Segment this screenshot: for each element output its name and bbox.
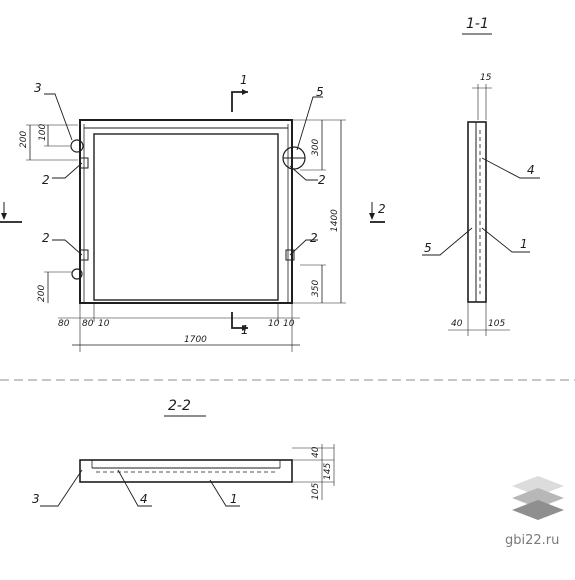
- callout-2-upper-left: 2: [42, 173, 50, 187]
- bottom-loop-icon: [71, 268, 83, 280]
- dim-bottom-80-a: 80: [58, 319, 70, 329]
- embedded-plate-upper-left: [79, 157, 89, 169]
- dim-2-2-145: 145: [323, 463, 333, 480]
- dim-bottom-1700: 1700: [184, 335, 207, 345]
- cut-1-bottom-arrow: [242, 325, 248, 331]
- dim-right-1400: 1400: [330, 209, 340, 232]
- callout-3: 3: [34, 81, 42, 95]
- dim-bottom-10-b: 10: [268, 319, 280, 329]
- section-1-1-callout-5: 5: [424, 241, 432, 255]
- callout-5: 5: [316, 85, 324, 99]
- callout-2-upper-right: 2: [318, 173, 326, 187]
- dim-1-1-bottom-105: 105: [488, 319, 505, 329]
- embedded-plate-lower-left: [79, 249, 89, 261]
- dim-2-2-40: 40: [311, 446, 321, 458]
- embedded-plate-lower-right: [285, 249, 295, 261]
- leader-5: [296, 96, 323, 151]
- callout-2-lower-right: 2: [310, 231, 318, 245]
- section-1-1-body: [467, 121, 487, 303]
- leader-2-2-3: [40, 469, 83, 507]
- section-1-1-callout-4: 4: [527, 163, 535, 177]
- logo-layer-bottom: [512, 500, 564, 520]
- leader-2-ll: [52, 239, 83, 256]
- cut-1-top-arrow: [242, 89, 248, 95]
- dim-2-2-105: 105: [311, 483, 321, 500]
- panel-outline: [79, 119, 293, 304]
- panel-inner-outline: [93, 133, 279, 301]
- cut-1-bottom-label: 1: [241, 323, 249, 337]
- section-2-2-callout-4: 4: [140, 492, 148, 506]
- leader-1-1-4: [481, 157, 540, 179]
- section-2-2: 2-2 40 145 105 3 4 1: [32, 398, 335, 507]
- lifting-loop-icon: [70, 139, 84, 153]
- dim-1-1-top-15: 15: [480, 73, 492, 83]
- cut-2-right-arrow: [369, 213, 375, 220]
- dim-bottom-10-c: 10: [283, 319, 295, 329]
- front-view: 3 5 2 2 2 2 1 1 2 200 100 200: [0, 73, 386, 352]
- dim-1-1-bottom-40: 40: [451, 319, 463, 329]
- section-1-1: 1-1 15 40 105 4 5 1: [422, 16, 540, 336]
- dim-left-top-200: 200: [19, 131, 29, 148]
- dim-bottom-80-b: 80: [82, 319, 94, 329]
- watermark-logo: [512, 476, 564, 520]
- leader-2-2-1: [209, 479, 240, 507]
- dim-right-bottom-350: 350: [311, 280, 321, 297]
- leader-1-1-5: [422, 227, 473, 256]
- leader-1-1-1: [481, 227, 530, 253]
- section-1-1-title: 1-1: [466, 16, 489, 32]
- dim-left-top-100: 100: [38, 124, 48, 141]
- callout-2-lower-left: 2: [42, 231, 50, 245]
- cut-1-top: [231, 91, 248, 112]
- dim-left-bottom-200: 200: [37, 285, 47, 302]
- logo-layer-middle: [512, 488, 564, 508]
- leader-2-2-4: [117, 469, 152, 507]
- cut-2-left-arrow: [1, 213, 7, 220]
- section-2-2-callout-1: 1: [230, 492, 238, 506]
- section-1-1-callout-1: 1: [520, 237, 528, 251]
- section-2-2-body: [79, 459, 293, 483]
- logo-layer-top: [512, 476, 564, 496]
- dim-right-top-300: 300: [311, 139, 321, 156]
- leader-2-ul: [52, 162, 83, 179]
- leader-2-ur: [289, 165, 318, 181]
- leader-3: [44, 93, 73, 141]
- dim-bottom-10-a: 10: [98, 319, 110, 329]
- cut-1-top-label: 1: [240, 73, 248, 87]
- cut-2-right-label: 2: [378, 202, 386, 216]
- watermark-text: gbi22.ru: [505, 533, 560, 548]
- section-2-2-callout-3: 3: [32, 492, 40, 506]
- section-2-2-title: 2-2: [168, 398, 191, 414]
- leader-2-lr: [289, 239, 318, 256]
